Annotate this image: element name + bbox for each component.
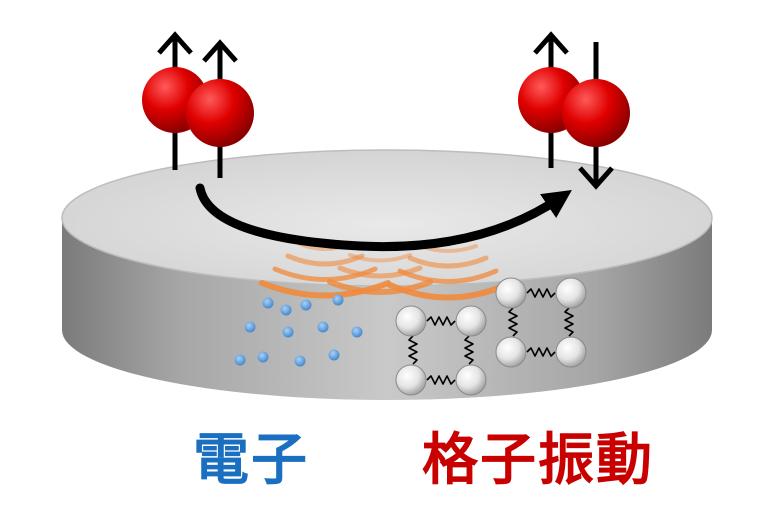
curved-arrow-icon [195, 183, 572, 252]
electron-ball [562, 79, 630, 147]
lattice-vibration-label: 格子振動 [422, 428, 654, 493]
disc-top [62, 150, 712, 286]
electron-label: 電子 [193, 428, 309, 493]
electron-spin-up-up [142, 31, 254, 178]
electron-ball [186, 79, 254, 147]
vibration-wave-icon [259, 242, 509, 301]
electron-dots-icon [234, 294, 363, 367]
lattice-atoms-springs-icon [395, 277, 587, 396]
electron-spin-up-down [518, 31, 630, 190]
